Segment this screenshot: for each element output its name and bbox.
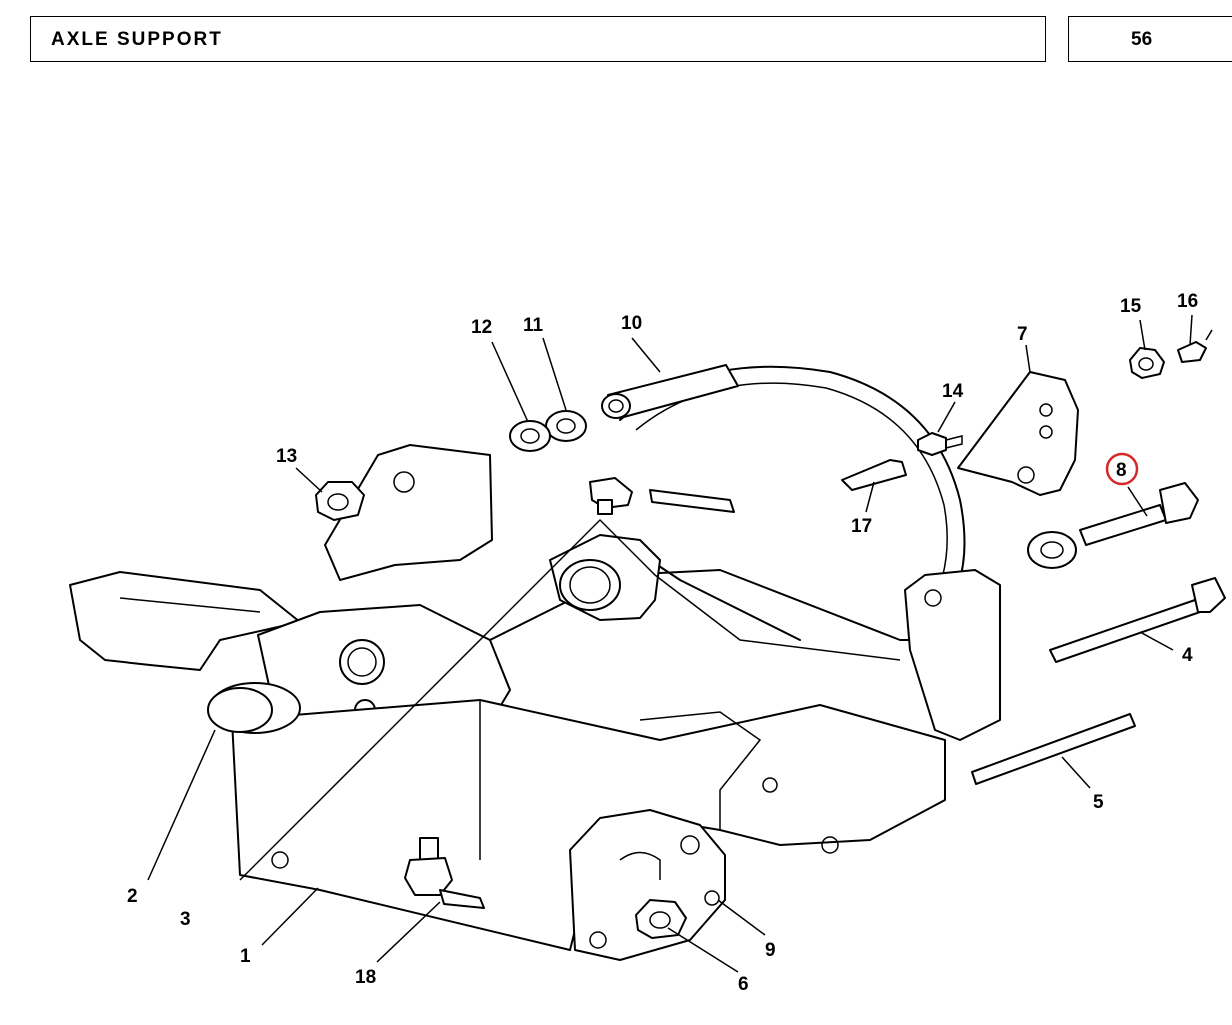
leader-lines [147,314,1193,973]
part-5-stud [971,713,1136,785]
bolt-washer [1027,531,1077,569]
highlight-circle-8 [1105,452,1139,486]
callout-18: 18 [355,967,376,988]
callout-9: 9 [765,940,776,961]
callout-6: 6 [738,974,749,995]
page-title: AXLE SUPPORT [51,29,223,50]
part-2-bushing [207,682,301,734]
callout-3: 3 [180,909,191,930]
callout-1: 1 [240,946,251,967]
part-18-grease-fitting [404,837,485,909]
part-12-washer [509,420,551,452]
callouts: 1 2 3 4 5 6 7 8 9 10 11 12 13 14 15 16 1… [127,291,1198,995]
page-number-box: 56 [1068,16,1232,62]
callout-12: 12 [471,317,492,338]
part-8-bolt [1079,482,1199,546]
callout-11: 11 [523,315,544,336]
part-16-fitting [1177,329,1213,363]
part-13-nut [315,481,365,521]
callout-7: 7 [1017,324,1028,345]
callout-8: 8 [1116,460,1127,481]
part-11-washer [545,410,587,442]
part-6-nut [635,899,687,939]
part-7-bracket-plate [957,371,1079,496]
pivot-bore [549,534,661,621]
title-box: AXLE SUPPORT [30,16,1046,62]
callout-15: 15 [1120,296,1142,317]
part-15-nut [1129,347,1165,379]
part-17-grease-nipple [841,459,907,491]
elbow-grease-fitting [589,477,735,515]
callout-10: 10 [621,313,642,334]
page-number: 56 [1131,29,1153,50]
part-4-long-bolt [1049,577,1226,663]
callout-4: 4 [1182,645,1193,666]
part-14-fitting [917,432,963,456]
callout-13: 13 [276,446,297,467]
callout-5: 5 [1093,792,1104,813]
callout-2: 2 [127,886,138,907]
callout-16: 16 [1177,291,1198,312]
grease-line [239,518,901,881]
callout-14: 14 [942,381,964,402]
callout-17: 17 [851,516,872,537]
part-10-pin [601,364,739,419]
